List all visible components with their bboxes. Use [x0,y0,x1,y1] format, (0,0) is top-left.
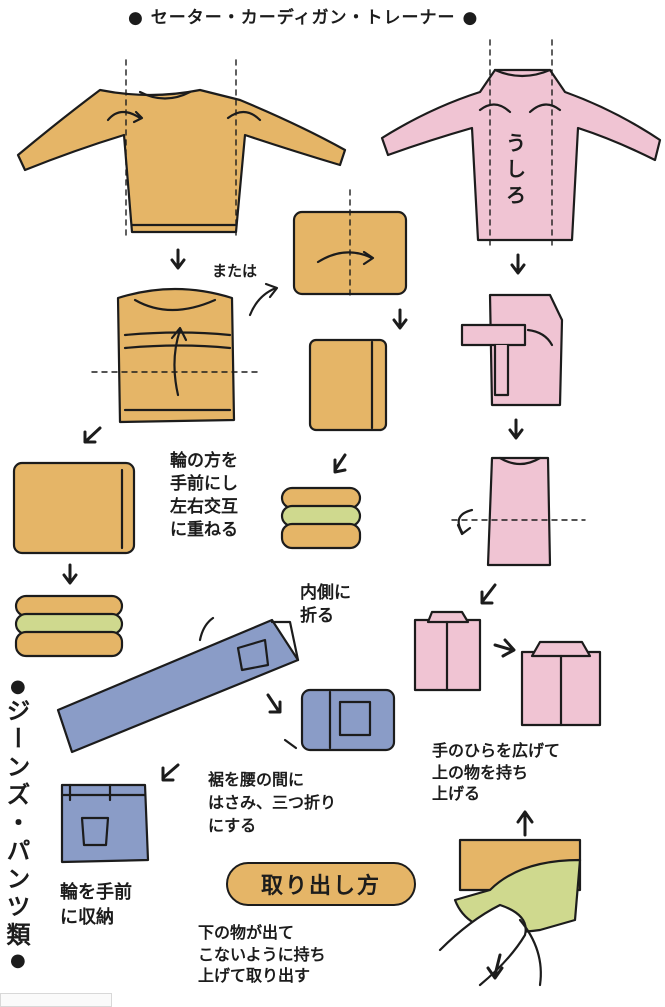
palm-lift-instruction: 手のひらを広げて 上の物を持ち 上げる [432,741,561,804]
shirt-folded-icon [413,610,482,692]
shirt-back-icon [380,39,662,251]
or-label: または [212,262,258,280]
sweater-folded-square-icon [91,287,263,424]
thumbnail-frame [0,993,112,1007]
bullet-icon: ● [10,950,26,971]
jeans-folded-icon [300,688,396,752]
tuck-fold-instruction: 裾を腰の間に はさみ、三つ折り にする [208,770,337,836]
shirt-final-icon [520,640,602,727]
alternate-instruction: 輪の方を 手前にし 左右交互 に重ねる [170,451,238,540]
sweater-fold-alt-2-icon [308,338,388,432]
sweater-back-label: うしろ [506,131,526,207]
store-front-instruction: 輪を手前 に収納 [60,882,132,929]
jeans-flat-icon [56,618,300,754]
how-to-take-out-heading: 取り出し方 [226,862,416,906]
sweater-folded-flat-icon [12,461,136,555]
jeans-heading: ジーンズ・パンツ類 [2,698,30,950]
shirt-fold-2-icon [451,456,586,567]
fold-inside-instruction: 内側に 折る [300,583,351,626]
sweater-alternate-stack-icon [280,486,362,550]
bullet-icon: ● [10,676,26,697]
sweater-fold-alt-icon [292,189,408,301]
jeans-stored-icon [60,783,150,864]
take-out-instruction: 下の物が出て こないように持ち 上げて取り出す [198,923,326,986]
shirt-fold-1-icon [460,293,564,407]
page-title: ● セーター・カーディガン・トレーナー ● [128,8,479,28]
take-out-hand-icon [438,810,582,987]
sweater-flat-icon [16,59,347,241]
sweater-stack-icon [14,594,124,658]
